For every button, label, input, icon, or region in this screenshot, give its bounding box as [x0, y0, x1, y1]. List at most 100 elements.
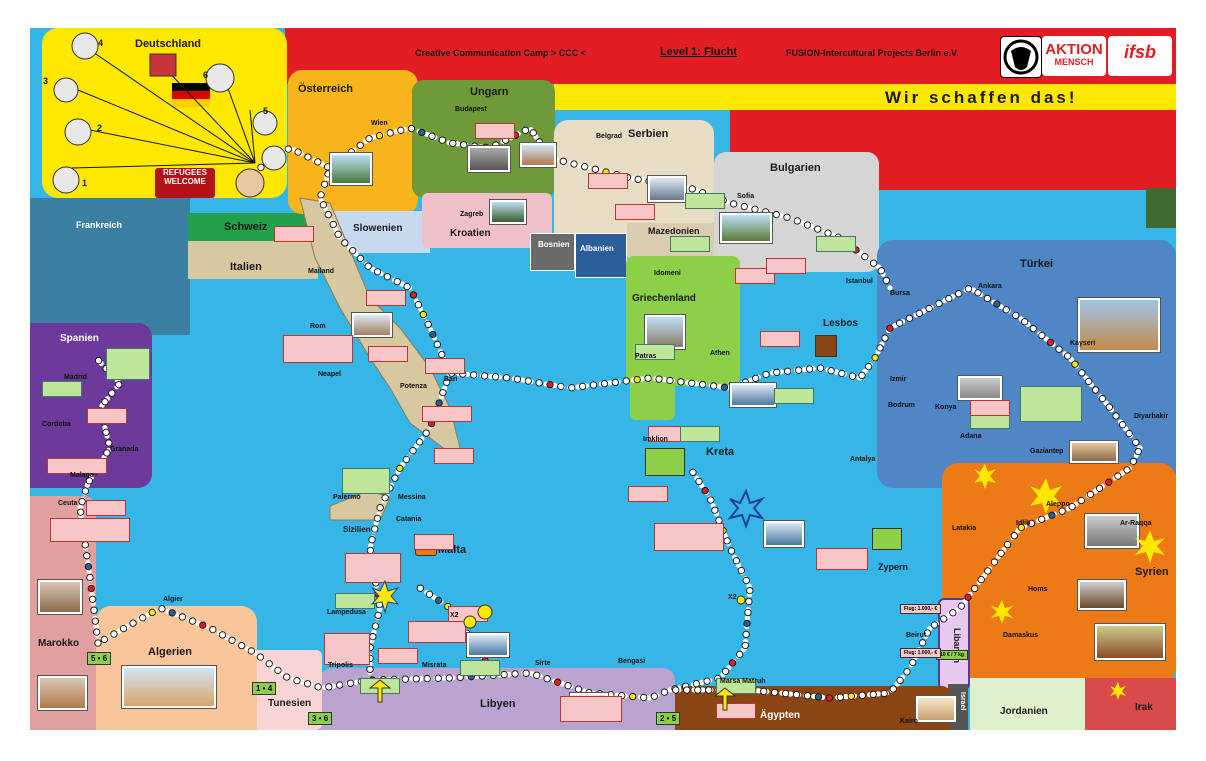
route-node[interactable]: [218, 631, 227, 639]
city-istanbul[interactable]: Istanbul: [846, 278, 873, 285]
route-node[interactable]: [188, 617, 197, 625]
info-card[interactable]: [460, 660, 500, 676]
route-node[interactable]: [1048, 511, 1056, 519]
route-node[interactable]: [1058, 507, 1066, 515]
city-ankara[interactable]: Ankara: [978, 283, 1002, 290]
route-node[interactable]: [751, 205, 759, 213]
info-card[interactable]: [615, 204, 655, 220]
algerien-dice-badge[interactable]: 1 • 4: [252, 682, 277, 695]
route-node[interactable]: [655, 375, 663, 383]
info-card[interactable]: [816, 236, 856, 252]
route-node[interactable]: [825, 694, 834, 702]
route-node[interactable]: [257, 163, 265, 172]
route-node[interactable]: [781, 689, 790, 698]
info-card[interactable]: [366, 290, 406, 306]
route-node[interactable]: [644, 374, 652, 382]
city-neapel[interactable]: Neapel: [318, 371, 341, 378]
tunesien-dice-badge[interactable]: 3 • 6: [308, 712, 333, 725]
route-node[interactable]: [415, 438, 424, 446]
route-node[interactable]: [314, 158, 322, 166]
route-node[interactable]: [438, 136, 446, 144]
route-node[interactable]: [348, 246, 357, 255]
route-node[interactable]: [564, 682, 572, 690]
city-bodrum[interactable]: Bodrum: [888, 402, 915, 409]
info-card[interactable]: [654, 523, 724, 551]
info-card[interactable]: [324, 633, 370, 665]
route-node[interactable]: [396, 464, 404, 472]
city-idomeni[interactable]: Idomeni: [654, 270, 681, 277]
route-node[interactable]: [984, 567, 992, 575]
route-node[interactable]: [611, 378, 620, 386]
route-node[interactable]: [814, 225, 822, 233]
info-card[interactable]: [560, 696, 622, 722]
route-node[interactable]: [742, 630, 750, 639]
route-node[interactable]: [711, 506, 719, 514]
route-node[interactable]: [1027, 519, 1036, 528]
route-node[interactable]: [199, 621, 207, 629]
route-node[interactable]: [1123, 466, 1131, 474]
route-node[interactable]: [546, 381, 554, 389]
route-node[interactable]: [1125, 429, 1133, 438]
route-node[interactable]: [412, 675, 420, 683]
info-card[interactable]: [42, 381, 82, 397]
route-node[interactable]: [964, 593, 972, 601]
route-node[interactable]: [393, 277, 401, 286]
info-card[interactable]: [760, 331, 800, 347]
route-node[interactable]: [629, 692, 637, 701]
route-node[interactable]: [903, 668, 911, 676]
route-node[interactable]: [793, 217, 801, 225]
route-node[interactable]: [568, 384, 576, 392]
marokko-dice-badge[interactable]: 5 • 6: [87, 652, 112, 665]
city-sofia[interactable]: Sofia: [737, 193, 755, 200]
city-athen[interactable]: Athen: [710, 350, 730, 357]
city-diyarbakir[interactable]: Diyarbakir: [1134, 413, 1169, 420]
route-node[interactable]: [905, 314, 914, 322]
route-node[interactable]: [557, 382, 565, 391]
route-node[interactable]: [720, 383, 729, 391]
route-node[interactable]: [346, 679, 355, 687]
info-card[interactable]: [635, 344, 675, 360]
route-node[interactable]: [732, 557, 741, 565]
route-node[interactable]: [660, 688, 669, 696]
route-node[interactable]: [491, 373, 500, 381]
route-node[interactable]: [1078, 369, 1086, 377]
info-card[interactable]: [970, 400, 1010, 416]
city-patras[interactable]: Patras: [635, 353, 657, 360]
city-misrata[interactable]: Misrata: [422, 662, 447, 669]
route-node[interactable]: [228, 636, 236, 644]
route-node[interactable]: [419, 310, 427, 319]
route-node[interactable]: [1112, 412, 1120, 420]
city-kayseri[interactable]: Kayseri: [1070, 340, 1096, 347]
route-node[interactable]: [1029, 324, 1037, 333]
route-node[interactable]: [570, 160, 578, 168]
route-node[interactable]: [983, 294, 992, 303]
route-node[interactable]: [409, 447, 417, 455]
route-node[interactable]: [386, 129, 394, 137]
route-node[interactable]: [119, 624, 128, 633]
route-node[interactable]: [88, 595, 97, 603]
route-node[interactable]: [535, 379, 543, 387]
route-node[interactable]: [688, 379, 696, 387]
route-node[interactable]: [529, 129, 537, 137]
route-node[interactable]: [1002, 306, 1010, 314]
route-node[interactable]: [827, 367, 835, 375]
city-malaga[interactable]: Malaga: [70, 472, 94, 479]
route-node[interactable]: [365, 135, 373, 143]
route-node[interactable]: [689, 468, 697, 476]
route-node[interactable]: [375, 131, 384, 140]
flug-badge-1[interactable]: Flug: 1.000,- €: [900, 604, 942, 614]
region-zypern[interactable]: [872, 528, 902, 550]
route-node[interactable]: [101, 398, 109, 406]
city-idlib[interactable]: Idlib: [1016, 520, 1031, 527]
route-node[interactable]: [721, 667, 730, 675]
route-node[interactable]: [304, 153, 312, 161]
city-cordoba[interactable]: Cordoba: [42, 421, 71, 428]
route-node[interactable]: [433, 340, 441, 349]
route-node[interactable]: [513, 375, 522, 383]
route-node[interactable]: [974, 289, 982, 297]
route-node[interactable]: [886, 324, 894, 332]
route-node[interactable]: [1038, 331, 1046, 340]
city-mailand[interactable]: Mailand: [308, 268, 335, 275]
route-node[interactable]: [727, 547, 736, 555]
city-adana[interactable]: Adana: [960, 433, 982, 440]
